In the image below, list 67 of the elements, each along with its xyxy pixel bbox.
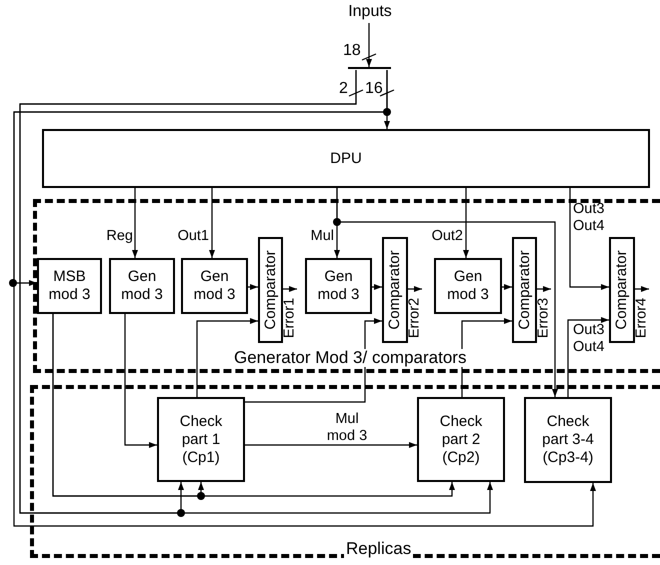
block-label: Gen mod 3 bbox=[120, 268, 164, 304]
edge-label: Out3 Out4 bbox=[573, 322, 606, 356]
edge-label: Mul mod 3 bbox=[326, 411, 368, 445]
input-signal-label: Inputs bbox=[345, 3, 395, 23]
comparator-box bbox=[258, 237, 283, 343]
bus-width-label: 2 bbox=[339, 80, 348, 97]
output-signal-label: Error3 bbox=[536, 298, 552, 338]
arrow bbox=[569, 188, 609, 290]
edge-label: Reg bbox=[106, 228, 133, 245]
block-box bbox=[181, 258, 248, 314]
block-box bbox=[417, 397, 505, 482]
comparator-box bbox=[382, 237, 408, 343]
block-box bbox=[157, 397, 245, 482]
block-label: DPU bbox=[330, 150, 362, 168]
arrow bbox=[13, 70, 596, 527]
arrow bbox=[463, 188, 469, 258]
edge-label: Mul bbox=[310, 228, 334, 245]
arrow bbox=[245, 442, 417, 448]
comparator-label: Comparator bbox=[516, 250, 532, 330]
processing-unit-box bbox=[42, 129, 650, 188]
arrow bbox=[196, 318, 258, 397]
arrow bbox=[336, 188, 558, 397]
comparator-box bbox=[512, 237, 537, 343]
block-label: MSB mod 3 bbox=[48, 268, 92, 304]
block-box bbox=[37, 258, 102, 314]
edge-label: Out1 bbox=[178, 228, 209, 245]
comparator-label: Comparator bbox=[614, 250, 630, 330]
bus-width-label: 18 bbox=[343, 42, 361, 59]
comparator-box bbox=[609, 237, 635, 343]
output-signal-label: Error4 bbox=[634, 298, 650, 338]
block-label: Gen mod 3 bbox=[192, 268, 236, 304]
arrow bbox=[132, 188, 138, 258]
block-box bbox=[109, 258, 175, 314]
arrow bbox=[372, 284, 382, 290]
block-label: Gen mod 3 bbox=[446, 268, 490, 304]
block-box bbox=[524, 397, 612, 483]
arrow bbox=[209, 188, 215, 258]
arrow bbox=[567, 317, 609, 397]
output-signal-label: Error2 bbox=[406, 298, 424, 338]
block-box bbox=[305, 258, 372, 314]
group-heading: Replicas bbox=[344, 540, 414, 558]
arrow bbox=[19, 70, 357, 514]
block-box bbox=[434, 258, 502, 314]
block-label: Check part 2 (Cp2) bbox=[438, 412, 484, 466]
edge-label: Out3 Out4 bbox=[573, 201, 606, 235]
arrow bbox=[537, 286, 551, 292]
arrow bbox=[502, 284, 512, 290]
dashed-group-frame bbox=[30, 385, 660, 558]
arrow bbox=[248, 284, 258, 290]
arrow bbox=[408, 286, 422, 292]
arrow bbox=[245, 318, 382, 403]
block-label: Check part 1 (Cp1) bbox=[178, 412, 224, 466]
group-heading: Generator Mod 3/ comparators bbox=[232, 349, 468, 367]
arrow bbox=[52, 314, 204, 497]
arrow bbox=[283, 286, 297, 292]
block-label: Check part 3-4 (Cp3-4) bbox=[541, 413, 595, 467]
arrow bbox=[635, 286, 649, 292]
block-label: Gen mod 3 bbox=[316, 268, 360, 304]
comparator-label: Comparator bbox=[262, 250, 278, 330]
arrow bbox=[124, 314, 157, 448]
arrow bbox=[461, 318, 512, 397]
edge-label: Out2 bbox=[432, 228, 463, 245]
bus-width-label: 16 bbox=[365, 80, 383, 97]
dashed-group-frame bbox=[33, 199, 660, 373]
comparator-label: Comparator bbox=[387, 250, 403, 330]
output-signal-label: Error1 bbox=[282, 298, 298, 338]
arrow bbox=[366, 23, 372, 67]
